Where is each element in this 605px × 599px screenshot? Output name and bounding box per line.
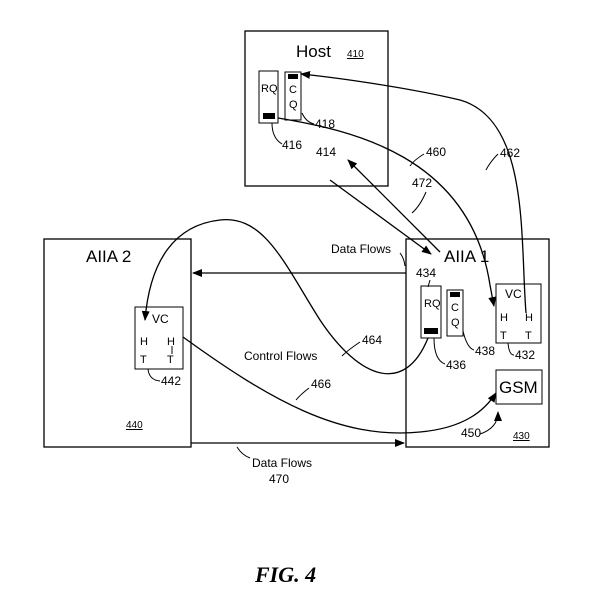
aiia1-ref: 430 (513, 431, 530, 442)
aiia1-cq-queue (446, 289, 464, 337)
aiia1-title: AIIA 1 (444, 247, 489, 266)
host-box (244, 30, 389, 187)
ref-462: 462 (500, 146, 520, 160)
flow-464-arrow (141, 219, 429, 375)
data-flows-bottom-label: Data Flows (252, 456, 312, 470)
control-flows-label: Control Flows (244, 349, 317, 363)
leader-418 (301, 112, 315, 125)
ref-460: 460 (426, 145, 446, 159)
aiia1-vc-label: VC (505, 287, 522, 301)
aiia1-to-host-arrow (347, 159, 441, 253)
gsm-450-arrow (479, 411, 502, 435)
aiia1-h1: H (500, 312, 508, 324)
aiia2-h1: H (140, 336, 148, 348)
leader-464 (341, 341, 361, 357)
ref-470: 470 (269, 472, 289, 486)
gsm-label: GSM (499, 378, 538, 397)
aiia1-ref-438: 438 (475, 344, 495, 358)
data-flows-bottom-leader (236, 446, 251, 459)
leader-466 (295, 387, 310, 401)
host-ref-414: 414 (316, 145, 336, 159)
aiia1-ref-434: 434 (416, 266, 436, 280)
aiia1-vc-box (495, 283, 542, 344)
flow-462-arrow (300, 70, 527, 314)
ref-464: 464 (362, 333, 382, 347)
host-rq-head (263, 113, 275, 119)
host-ref-416: 416 (282, 138, 302, 152)
aiia1-ref-432: 432 (515, 348, 535, 362)
aiia2-t2: T (167, 354, 174, 366)
aiia1-rq-head (424, 328, 438, 334)
leader-432 (507, 342, 515, 356)
data-flows-top-label: Data Flows (331, 242, 391, 256)
figure-caption: FIG. 4 (254, 562, 316, 587)
aiia1-rq-label: RQ (424, 298, 441, 310)
flow-460-arrow (277, 117, 497, 307)
aiia1-cq-c: C (451, 302, 459, 314)
aiia2-ref: 440 (126, 420, 143, 431)
gsm-ref-450: 450 (461, 426, 481, 440)
leader-462 (485, 153, 499, 171)
leader-472 (411, 191, 427, 214)
leader-416 (271, 122, 283, 145)
leader-438 (462, 330, 475, 351)
aiia2-h2: H (167, 336, 175, 348)
leader-460 (409, 153, 425, 167)
ref-472: 472 (412, 176, 432, 190)
leader-442 (147, 368, 161, 382)
host-cq-head (288, 74, 298, 79)
aiia2-vc-box (134, 306, 184, 370)
aiia1-t2: T (525, 330, 532, 342)
data-flows-top-leader (399, 252, 406, 267)
aiia1-t1: T (500, 330, 507, 342)
host-title: Host (296, 42, 331, 61)
flow-466-arrow (182, 336, 497, 434)
host-cq-queue (284, 71, 302, 121)
ref-466: 466 (311, 377, 331, 391)
host-rq-label: RQ (261, 83, 278, 95)
aiia1-cq-head (450, 292, 460, 297)
leader-434 (427, 279, 431, 288)
leader-436 (433, 337, 446, 365)
aiia2-ref-442: 442 (161, 374, 181, 388)
host-ref-418: 418 (315, 117, 335, 131)
aiia2-vc-label: VC (152, 312, 169, 326)
gsm-box (495, 369, 543, 405)
host-ref: 410 (347, 49, 364, 60)
aiia1-cq-q: Q (451, 317, 460, 329)
aiia2-t1: T (140, 354, 147, 366)
host-cq-c: C (289, 84, 297, 96)
host-cq-q: Q (289, 99, 298, 111)
host-to-aiia1-arrow (329, 179, 432, 255)
aiia1-ref-436: 436 (446, 358, 466, 372)
host-rq-queue (258, 70, 279, 124)
aiia1-rq-queue (420, 285, 442, 339)
aiia2-title: AIIA 2 (86, 247, 131, 266)
aiia1-h2: H (525, 312, 533, 324)
